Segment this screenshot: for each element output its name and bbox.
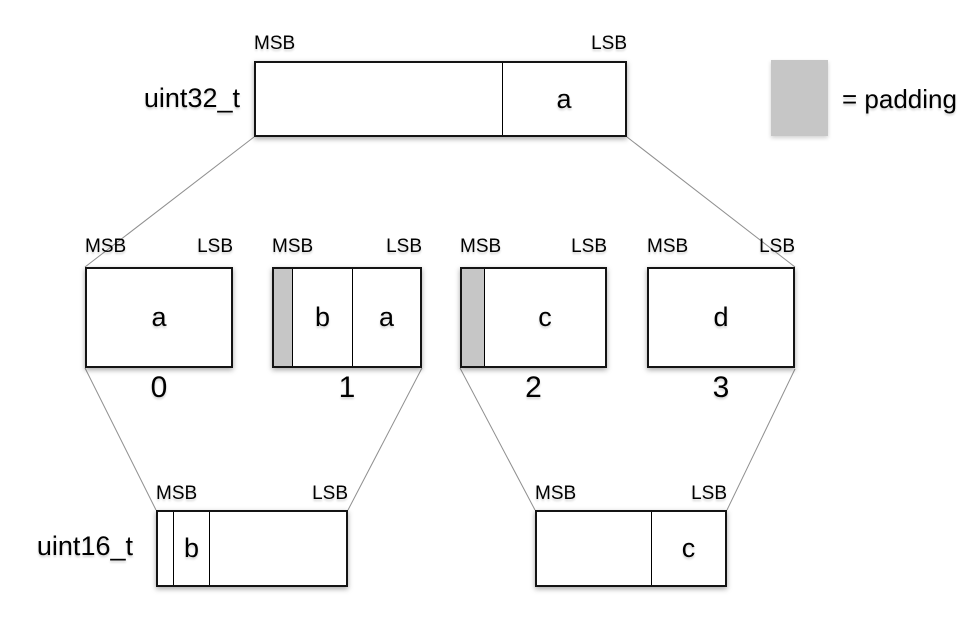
lsb-label: LSB <box>571 236 607 257</box>
byte1-index-label: 1 <box>338 371 356 404</box>
connector-byte0-to-uint16low <box>84 367 157 511</box>
uint16low-box: b <box>156 510 348 587</box>
padding-legend-label: = padding <box>842 84 957 114</box>
lsb-label: LSB <box>759 236 795 257</box>
byte3-field-d-cell: d <box>713 302 729 332</box>
uint16low-narrow-cell <box>158 512 173 585</box>
lsb-label: LSB <box>386 236 422 257</box>
byte1-box: b a <box>272 267 422 368</box>
msb-label: MSB <box>272 236 314 257</box>
byte2-padding-cell <box>462 269 484 366</box>
connector-byte1-to-uint16low <box>347 367 423 511</box>
uint32-field-a-cell: a <box>502 63 625 135</box>
msb-label: MSB <box>647 236 689 257</box>
lsb-label: LSB <box>312 483 348 504</box>
msb-label: MSB <box>535 483 577 504</box>
lsb-label: LSB <box>591 33 627 54</box>
lsb-label: LSB <box>197 236 233 257</box>
byte0-box: a <box>85 267 233 368</box>
uint16low-unused-cell <box>209 512 346 585</box>
byte2-index-label: 2 <box>525 371 542 404</box>
padding-legend-swatch <box>771 60 828 136</box>
uint32-unused-cell <box>256 63 502 135</box>
msb-label: MSB <box>156 483 198 504</box>
connector-uint32-to-byte0 <box>84 136 255 268</box>
connector-byte2-to-uint16high <box>459 367 536 511</box>
uint16high-field-c-cell: c <box>651 512 725 585</box>
uint16high-bit-order-labels: MSB LSB <box>535 483 727 505</box>
uint32-type-label: uint32_t <box>143 83 240 113</box>
uint32-bit-order-labels: MSB LSB <box>254 33 627 55</box>
uint16-type-label: uint16_t <box>36 531 133 561</box>
msb-label: MSB <box>460 236 502 257</box>
uint16high-unused-cell <box>537 512 651 585</box>
byte3-box: d <box>647 267 795 368</box>
byte1-field-a-cell: a <box>352 269 420 366</box>
byte2-box: c <box>460 267 607 368</box>
byte3-bit-order-labels: MSB LSB <box>647 236 795 258</box>
uint32-register-box: a <box>254 61 627 137</box>
byte0-bit-order-labels: MSB LSB <box>85 236 233 258</box>
uint16low-field-b-cell: b <box>173 512 209 585</box>
byte1-padding-cell <box>274 269 292 366</box>
msb-label: MSB <box>254 33 296 54</box>
connector-byte3-to-uint16high <box>726 368 796 511</box>
uint16high-box: c <box>535 510 727 587</box>
byte0-field-a-cell: a <box>151 302 167 332</box>
connector-uint32-to-byte3 <box>626 136 796 268</box>
byte3-index-label: 3 <box>712 371 730 404</box>
lsb-label: LSB <box>691 483 727 504</box>
uint16low-bit-order-labels: MSB LSB <box>156 483 348 505</box>
byte0-index-label: 0 <box>150 371 168 404</box>
byte1-field-b-cell: b <box>292 269 352 366</box>
byte2-field-c-cell: c <box>484 269 605 366</box>
byte1-bit-order-labels: MSB LSB <box>272 236 422 258</box>
msb-label: MSB <box>85 236 127 257</box>
byte2-bit-order-labels: MSB LSB <box>460 236 607 258</box>
